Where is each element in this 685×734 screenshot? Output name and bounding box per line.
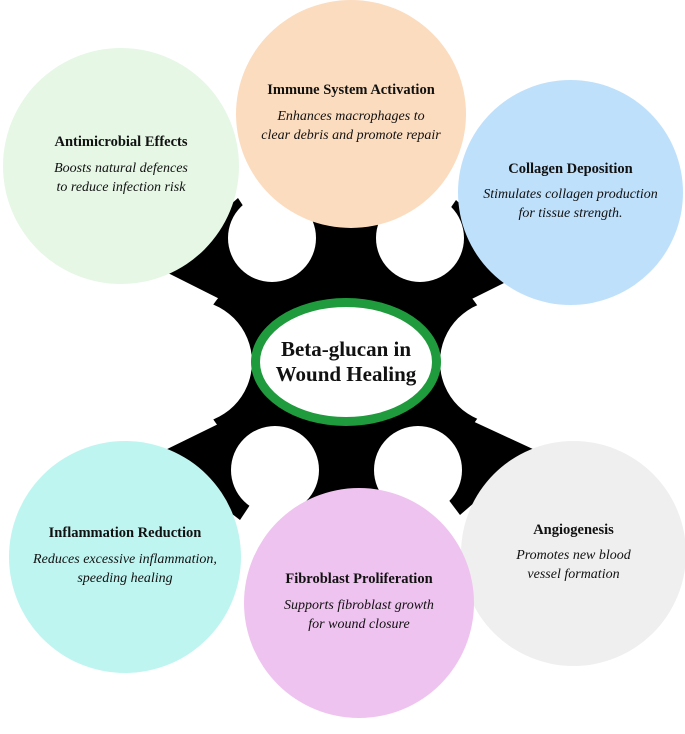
node-title: Inflammation Reduction [48,525,202,542]
cutout-bottom-right [374,426,462,514]
node-antimicrobial-effects: Antimicrobial Effects Boosts natural def… [3,48,239,284]
node-collagen-deposition: Collagen Deposition Stimulates collagen … [458,80,683,305]
center-ring: Beta-glucan in Wound Healing [251,298,441,426]
node-description: Enhances macrophages to clear debris and… [261,108,441,143]
node-title: Angiogenesis [533,521,614,538]
node-description: Stimulates collagen production for tissu… [483,187,658,222]
node-description: Promotes new blood vessel formation [516,548,631,583]
cutout-top-left [228,194,316,282]
cutout-bottom-left [231,426,319,514]
cutout-right [440,300,564,424]
node-inflammation-reduction: Inflammation Reduction Reduces excessive… [9,441,241,673]
node-description: Boosts natural defences to reduce infect… [54,160,188,195]
node-angiogenesis: Angiogenesis Promotes new blood vessel f… [461,441,685,666]
node-title: Collagen Deposition [508,160,633,177]
cutout-left [128,300,252,424]
node-description: Supports fibroblast growth for wound clo… [284,597,434,632]
node-title: Antimicrobial Effects [54,134,188,151]
node-title: Fibroblast Proliferation [285,571,433,588]
node-immune-system-activation: Immune System Activation Enhances macrop… [236,0,466,228]
center-title: Beta-glucan in Wound Healing [275,336,417,386]
node-title: Immune System Activation [267,82,435,99]
node-description: Reduces excessive inflammation, speeding… [33,551,217,586]
node-fibroblast-proliferation: Fibroblast Proliferation Supports fibrob… [244,488,474,718]
